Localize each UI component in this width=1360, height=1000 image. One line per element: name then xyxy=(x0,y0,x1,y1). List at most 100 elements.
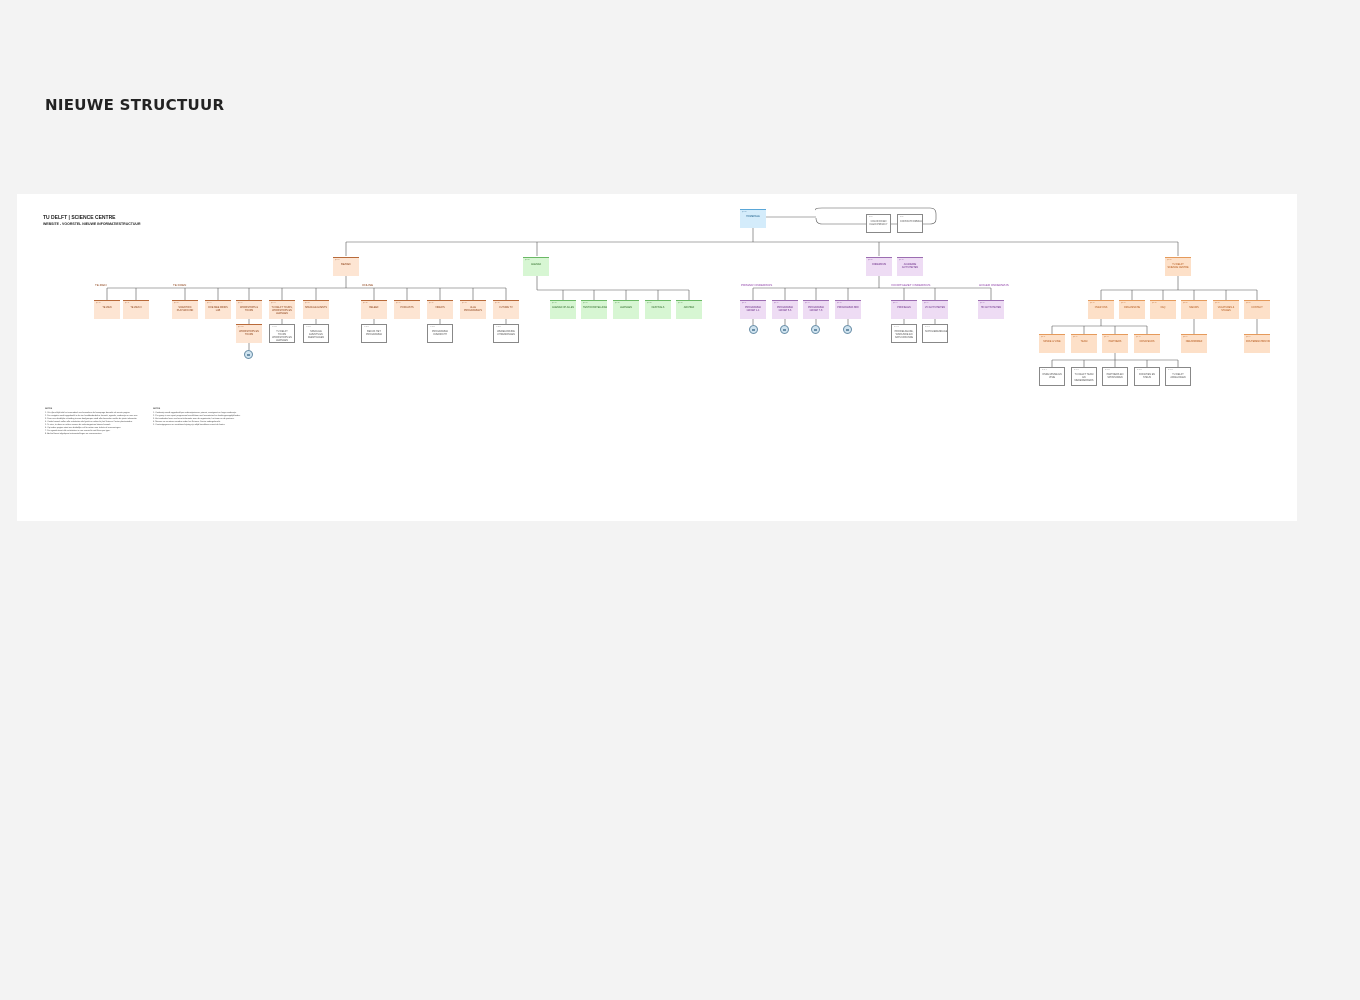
card-label: HO ACTIVITEITEN xyxy=(980,306,1002,310)
card-id: 4.13.1 xyxy=(1105,369,1110,371)
media-badge-icon xyxy=(811,325,820,334)
group-label-hoger: HOGER ONDERWIJS xyxy=(979,283,1009,287)
card-id: p4.12 xyxy=(1073,336,1078,338)
card-label: WORKSHOPS EN TOURS xyxy=(239,330,259,337)
card-id: p3.10 xyxy=(899,259,904,261)
card-id: p4.13 xyxy=(1104,336,1109,338)
card-label: BELEEF xyxy=(369,306,379,310)
note-line: 5. Contactgegevens en routebeschrijving … xyxy=(153,424,225,427)
group-label-te-doen: TE DOEN xyxy=(173,283,187,287)
card-id: p2.40 xyxy=(647,302,652,304)
media-badge-icon xyxy=(244,350,253,359)
card-label: AGENDA xyxy=(530,263,542,267)
card-label: DOE MEE MINDS LAB xyxy=(208,306,228,313)
card-label: ALLE PROGRAMMA'S xyxy=(464,306,482,313)
card-id: p1.22 xyxy=(238,302,243,304)
brand-block: TU DELFT | SCIENCE CENTRE WEBSITE - VOOR… xyxy=(43,215,140,227)
card-label: BEZOEK xyxy=(341,263,351,267)
notes-heading: NOTES xyxy=(153,408,161,410)
card-label: VIDEO'S xyxy=(435,306,445,310)
page-title: NIEUWE STRUCTUUR xyxy=(45,96,225,114)
card-label: WORKSHOPS & TOURS xyxy=(239,306,259,313)
card-label: CONTACTFORMULIER xyxy=(900,220,923,224)
note-line: 5. Te zien, te doen en online vormen de … xyxy=(45,424,111,427)
card-label: BEKIJK HET PROGRAMMA xyxy=(366,330,382,337)
card-id: p3.11 xyxy=(742,302,747,304)
card-id: 4.12.1 xyxy=(1074,369,1079,371)
note-line: 6. Op iedere pagina staat een duidelijke… xyxy=(45,427,122,430)
note-line: 4. Onder bezoek vallen alle activiteiten… xyxy=(45,421,133,424)
card-id: p1.21 xyxy=(207,302,212,304)
card-label: TU DELFT AFDELINGEN xyxy=(1170,373,1186,380)
sitemap-board xyxy=(17,194,1297,521)
card-id: p1.30 xyxy=(363,302,368,304)
card-id: p1.20 xyxy=(174,302,179,304)
card-label: SPECIALE EVENTS EN FEESTDAGEN xyxy=(307,330,325,339)
card-id: p1.10 xyxy=(96,302,101,304)
group-label-te-zien: TE ZIEN xyxy=(95,283,107,287)
brand-title: TU DELFT | SCIENCE CENTRE xyxy=(43,215,116,221)
card-id: 1.34.1 xyxy=(496,326,501,328)
card-label: AGENDA OP ALLES xyxy=(552,306,575,310)
card-id: p4.60 xyxy=(1246,302,1251,304)
card-id: p4.40 xyxy=(1183,302,1188,304)
card-id: p3.12 xyxy=(774,302,779,304)
card-id: 4.11.1 xyxy=(1042,369,1047,371)
card-id: p1.11 xyxy=(125,302,130,304)
note-line: 2. Per groep is een apart programma besc… xyxy=(153,415,241,418)
card-id: 4.14.1 xyxy=(1137,369,1142,371)
card-id: 1.23.1 xyxy=(272,326,277,328)
card-label: CONTACT xyxy=(1251,306,1263,310)
card-id: p1.23 xyxy=(271,302,276,304)
notes-block-2: NOTES 1. Onderwijs wordt opgedeeld per o… xyxy=(153,408,251,427)
card-label: PROFIELEN xyxy=(897,306,911,310)
card-label: PROGRAMMA GROEP 5-6 xyxy=(777,306,793,313)
note-line: 3. Het onderdeel over ons bevat informat… xyxy=(153,418,235,421)
card-label: PROGRAMMA GROEP 1-4 xyxy=(745,306,761,313)
note-line: 3. Door een duidelijke scheiding tussen … xyxy=(45,418,138,421)
card-id: p4.50 xyxy=(1215,302,1220,304)
card-label: DONATEURS xyxy=(1139,340,1155,344)
card-id: p2.30 xyxy=(615,302,620,304)
card-label: TU DELFT SCIENCE CENTRE xyxy=(1167,263,1189,270)
card-id: p4.20 xyxy=(1121,302,1126,304)
card-id: p1.00 xyxy=(742,211,747,213)
group-label-primair: PRIMAIR ONDERWIJS xyxy=(741,283,773,287)
card-id: p2.50 xyxy=(678,302,683,304)
card-id: 1.24.1 xyxy=(306,326,311,328)
media-badge-icon xyxy=(843,325,852,334)
card-id: 1.33.1 xyxy=(430,326,435,328)
card-id: p4.30 xyxy=(1152,302,1157,304)
card-label: DONATIES EN STEUN xyxy=(1138,373,1156,380)
card-label: TENTOONSTELLINGEN xyxy=(583,306,607,310)
group-label-online: ONLINE xyxy=(362,283,374,287)
card-id: p3.00 xyxy=(868,259,873,261)
card-id: p1.32 xyxy=(429,302,434,304)
